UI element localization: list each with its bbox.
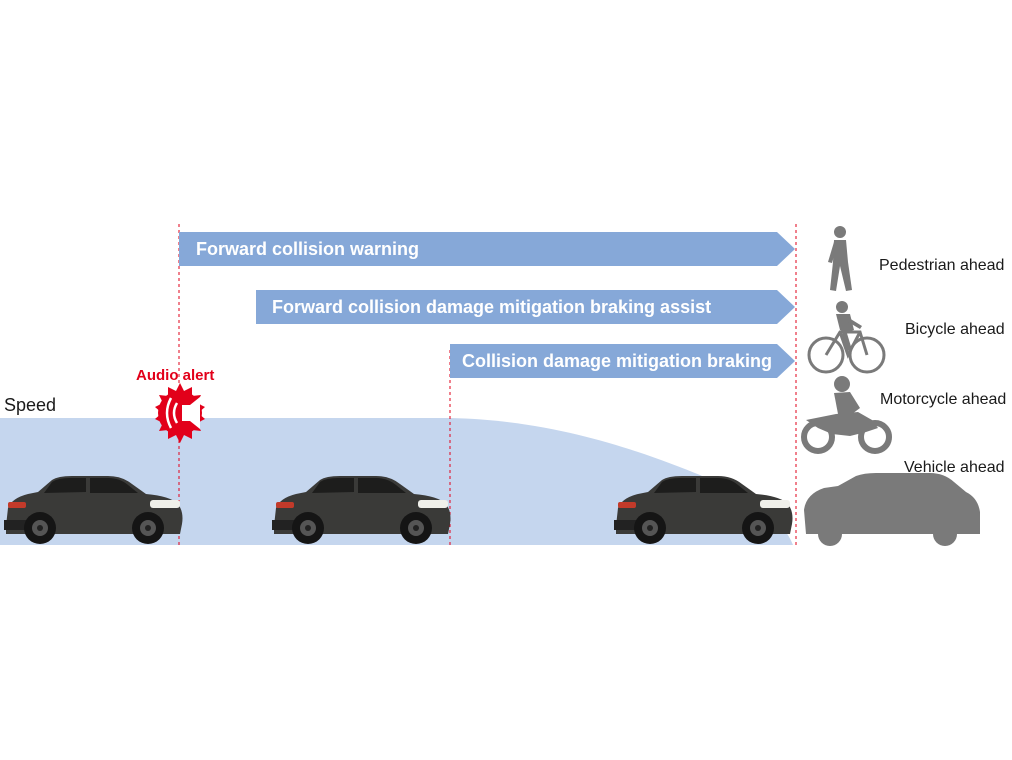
bar-label: Collision damage mitigation braking xyxy=(462,351,772,371)
speed-label: Speed xyxy=(4,395,56,415)
audio-alert-label: Audio alert xyxy=(136,367,214,384)
bar-label: Forward collision damage mitigation brak… xyxy=(272,297,711,317)
audio-alert-icon xyxy=(155,383,205,443)
speed-profile-area xyxy=(0,418,793,545)
bar-braking-assist: Forward collision damage mitigation brak… xyxy=(256,290,795,324)
pedestrian-icon xyxy=(828,226,852,291)
bar-mitigation-braking: Collision damage mitigation braking xyxy=(450,344,795,378)
pedestrian-label: Pedestrian ahead xyxy=(879,257,1004,274)
motorcycle-icon xyxy=(801,376,892,454)
bicycle-label: Bicycle ahead xyxy=(905,321,1005,338)
motorcycle-label: Motorcycle ahead xyxy=(880,391,1006,408)
bar-label: Forward collision warning xyxy=(196,239,419,259)
vehicle-silhouette-icon xyxy=(804,473,980,546)
vehicle-label: Vehicle ahead xyxy=(904,459,1005,476)
bicycle-icon xyxy=(807,301,886,374)
bar-forward-collision-warning: Forward collision warning xyxy=(179,232,795,266)
